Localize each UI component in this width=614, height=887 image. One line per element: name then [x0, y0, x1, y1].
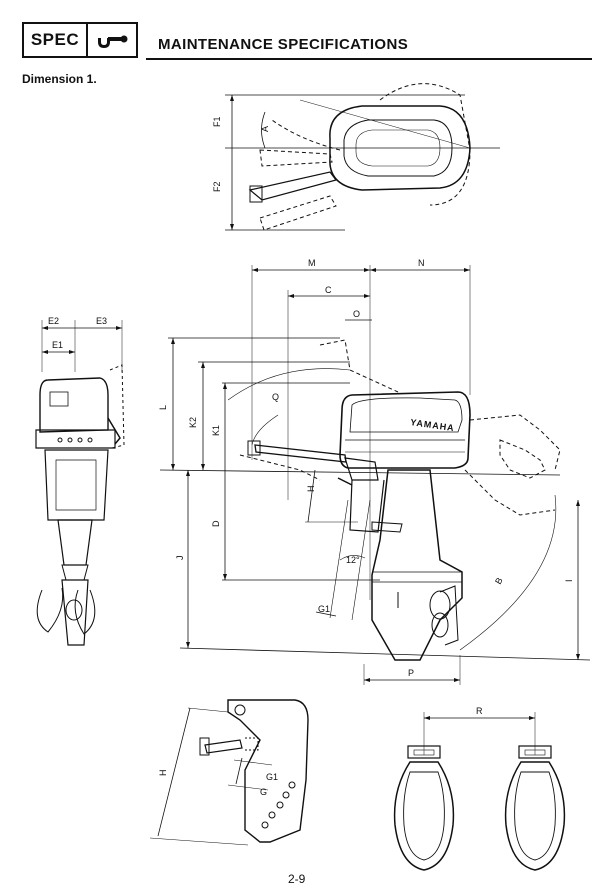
top-view-drawing [225, 83, 500, 231]
label-k1: K1 [211, 425, 221, 436]
label-f1: F1 [212, 116, 222, 127]
label-bracket-g1: G1 [266, 772, 278, 782]
label-q: Q [272, 392, 279, 402]
rear-view-drawing [35, 320, 125, 646]
label-e2: E2 [48, 316, 59, 326]
label-m: M [308, 258, 316, 268]
label-a: A [260, 126, 270, 132]
label-d: D [211, 520, 221, 527]
label-o: O [353, 309, 360, 319]
label-bracket-h: H [158, 770, 168, 777]
title-underline [146, 58, 592, 60]
section-subtitle: Dimension 1. [22, 72, 97, 86]
spec-label: SPEC [24, 24, 88, 56]
label-j: J [175, 556, 185, 561]
label-i: I [564, 579, 574, 582]
page-title: MAINTENANCE SPECIFICATIONS [158, 36, 409, 53]
label-l: L [158, 405, 168, 410]
label-k2: K2 [188, 417, 198, 428]
side-view-drawing [159, 265, 591, 685]
twin-engine-top-view [393, 712, 566, 871]
label-h: H [306, 486, 316, 493]
dimension-labels: F1 F2 A M N C O Q L K2 K1 H D J G1 12° B… [48, 116, 574, 797]
label-b: B [493, 576, 505, 586]
label-f2: F2 [212, 181, 222, 192]
page-number: 2-9 [288, 872, 306, 886]
label-e1: E1 [52, 340, 63, 350]
label-c: C [325, 285, 332, 295]
label-angle: 12° [346, 555, 360, 565]
wrench-icon [88, 24, 136, 56]
label-r: R [476, 706, 483, 716]
clamp-bracket-drawing [149, 699, 309, 846]
label-e3: E3 [96, 316, 107, 326]
label-p: P [408, 668, 414, 678]
label-n: N [418, 258, 425, 268]
brand-logo-text: YAMAHA [410, 417, 456, 433]
spec-badge: SPEC [22, 22, 138, 58]
dimension-arrowheads [42, 95, 580, 720]
label-g1: G1 [318, 604, 330, 614]
label-bracket-g: G [260, 787, 267, 797]
